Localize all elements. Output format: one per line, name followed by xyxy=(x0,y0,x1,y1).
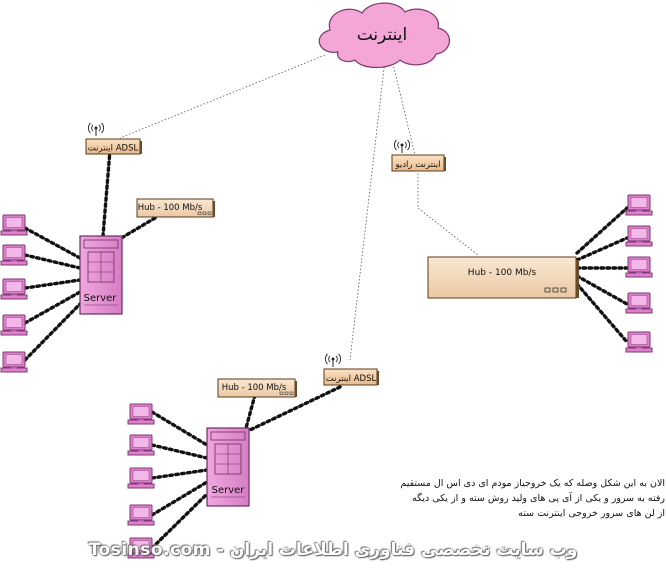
internet-cloud: اینترنت xyxy=(318,2,450,69)
pc-icon xyxy=(0,351,28,373)
hub-left-label: Hub - 100 Mb/s xyxy=(138,203,203,213)
caption-line: از لن های سرور خروجی اینترنت سته xyxy=(518,508,665,519)
pc-group-bottom xyxy=(127,403,155,559)
antenna-icon xyxy=(324,353,342,368)
adsl-modem-left: اینترنت ADSL xyxy=(85,122,142,155)
pc-icon xyxy=(625,194,653,216)
hub-bottom: Hub - 100 Mb/s xyxy=(217,378,297,398)
adsl-left-label: اینترنت ADSL xyxy=(88,144,139,154)
adsl-center-label: اینترنت ADSL xyxy=(326,374,377,384)
pc-group-right xyxy=(625,194,653,353)
adsl-modem-center: اینترنت ADSL xyxy=(323,353,379,386)
pc-icon xyxy=(625,331,653,353)
pc-icon xyxy=(0,314,28,336)
caption-line: رفته به سرور و یکی از آی پی های ولید روش… xyxy=(412,493,665,504)
hub-left: Hub - 100 Mb/s xyxy=(136,198,215,218)
antenna-icon xyxy=(87,122,105,137)
pc-icon xyxy=(0,214,28,236)
pc-icon xyxy=(625,292,653,314)
pc-group-left xyxy=(0,214,28,373)
hub-bottom-label: Hub - 100 Mb/s xyxy=(222,383,287,393)
caption-line: الان به این شکل وصله که یک خروجیاز مودم … xyxy=(400,478,665,489)
server-bottom: Server xyxy=(206,427,250,507)
server-bottom-label: Server xyxy=(212,485,246,496)
server-left-label: Server xyxy=(84,293,118,304)
pc-icon xyxy=(127,467,155,489)
hub-right-label: Hub - 100 Mb/s xyxy=(468,268,537,278)
pc-icon xyxy=(625,225,653,247)
antenna-icon xyxy=(393,139,411,154)
pc-icon xyxy=(0,278,28,300)
radio-label: اینترنت رادیو xyxy=(395,160,441,170)
pc-icon xyxy=(0,244,28,266)
pc-icon xyxy=(625,256,653,278)
internet-links xyxy=(119,54,479,361)
pc-icon xyxy=(127,403,155,425)
hub-right: Hub - 100 Mb/s xyxy=(427,256,579,299)
radio-modem: اینترنت رادیو xyxy=(391,139,446,172)
lan-links xyxy=(23,148,629,550)
site-watermark: وب سایت تخصصی فناوری اطلاعات ایران - Tos… xyxy=(88,540,578,560)
server-left: Server xyxy=(79,235,123,315)
pc-icon xyxy=(127,504,155,526)
description-caption: الان به این شکل وصله که یک خروجیاز مودم … xyxy=(300,476,665,521)
pc-icon xyxy=(127,434,155,456)
internet-cloud-label: اینترنت xyxy=(357,25,408,45)
